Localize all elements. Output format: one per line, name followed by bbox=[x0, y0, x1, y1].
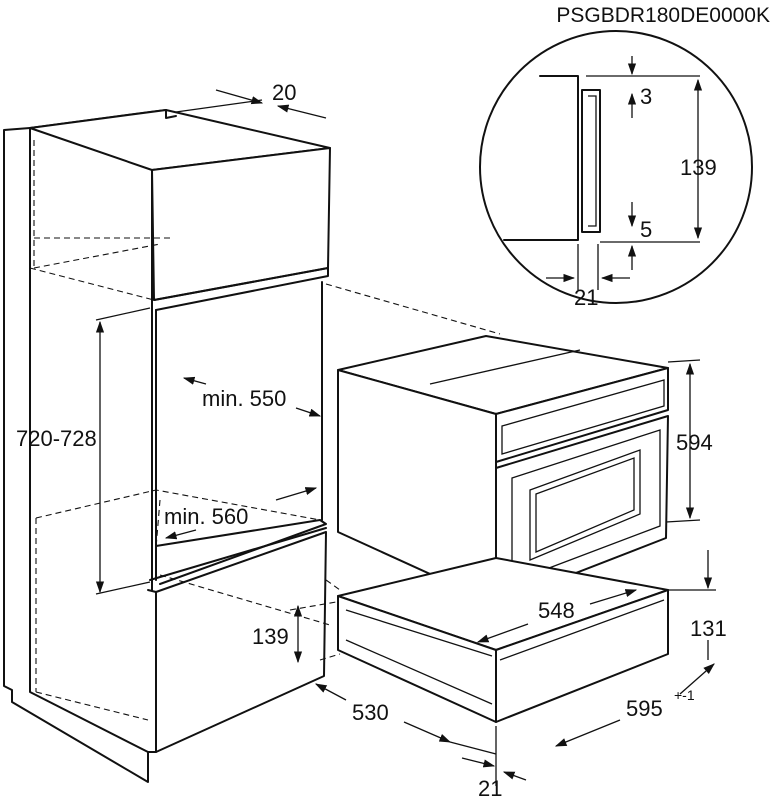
detail-gap-top: 3 bbox=[640, 84, 652, 109]
compact-oven bbox=[337, 335, 669, 605]
dim-front-offset: 21 bbox=[478, 776, 502, 800]
detail-height: 139 bbox=[680, 155, 717, 180]
dim-oven-width-tolerance: +-1 bbox=[674, 687, 695, 703]
dim-oven-depth: 548 bbox=[538, 598, 575, 623]
dim-drawer-height: 131 bbox=[690, 616, 727, 641]
dim-lower-opening: 139 bbox=[252, 624, 289, 649]
detail-circle bbox=[479, 30, 753, 304]
dim-niche-height: 720-728 bbox=[16, 426, 97, 451]
warming-drawer bbox=[337, 557, 669, 723]
dim-cabinet-depth: 530 bbox=[352, 700, 389, 725]
dim-niche-width-min: min. 550 bbox=[202, 386, 286, 411]
model-code: PSGBDR180DE0000K bbox=[556, 4, 770, 27]
dim-oven-width: 595 bbox=[626, 696, 663, 721]
dim-niche-depth-min: min. 560 bbox=[164, 504, 248, 529]
tall-cabinet bbox=[3, 109, 501, 783]
dim-oven-height: 594 bbox=[676, 430, 713, 455]
detail-offset: 21 bbox=[574, 285, 598, 310]
cabinet-dimension-lines bbox=[95, 89, 497, 755]
detail-gap-bottom: 5 bbox=[640, 217, 652, 242]
oven-dimension-lines bbox=[461, 359, 716, 786]
dim-top-gap: 20 bbox=[272, 80, 296, 105]
